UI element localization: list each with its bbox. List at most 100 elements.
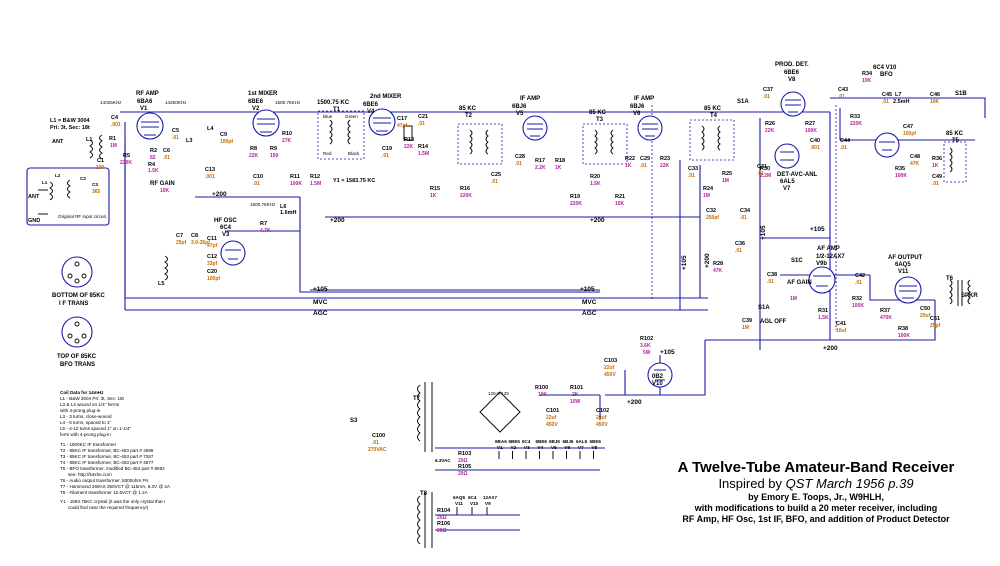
s1a2-label: S1A xyxy=(758,305,770,311)
c1-val: 100 xyxy=(96,165,105,171)
r9-val: 150 xyxy=(270,153,279,159)
r25-ref: R25 xyxy=(722,171,732,177)
bus-mvc1: MVC xyxy=(313,299,328,306)
c28-val: .01 xyxy=(515,161,522,167)
v7-stage: DET-AVC-ANL xyxy=(777,172,818,178)
heater-tube-type: 6C4 xyxy=(522,439,531,444)
c34-val: .01 xyxy=(740,215,747,221)
r7-ref: R7 xyxy=(260,221,267,227)
ant-label: ANT xyxy=(52,139,64,145)
c12-ref: C12 xyxy=(207,254,217,260)
bus-105f: +105 xyxy=(760,225,767,240)
r35-val: 100K xyxy=(895,173,907,179)
top-85kc-2: BFO TRANS xyxy=(60,362,95,368)
c34-ref: C34 xyxy=(740,208,751,214)
c33-val: .01 xyxy=(688,173,695,179)
tube-v2 xyxy=(252,109,280,137)
c10-val: .01 xyxy=(253,181,260,187)
r32-val: 100K xyxy=(852,303,864,309)
r16-ref: R16 xyxy=(460,186,470,192)
s1a-label: S1A xyxy=(737,99,749,105)
c103-val: 22uf xyxy=(604,365,615,371)
c45-ref: C45 xyxy=(882,92,892,98)
c4-ref: C4 xyxy=(111,115,119,121)
r26-val: 22K xyxy=(765,128,775,134)
bus-agc1: AGC xyxy=(313,310,328,317)
v5-stage: IF AMP xyxy=(520,96,540,102)
r11-ref: R11 xyxy=(290,174,300,180)
v6-type: 6BJ6 xyxy=(630,104,645,110)
r36-val: 1K xyxy=(932,163,939,169)
l6-val: 1.6mH xyxy=(280,210,297,216)
mods-line-2: RF Amp, HF Osc, 1st IF, BFO, and additio… xyxy=(682,514,950,524)
tube-v9 xyxy=(808,266,836,294)
l6-ref: L6 xyxy=(280,204,286,210)
tube-v7 xyxy=(774,143,800,169)
ant-coil-note2: Pri: 3t, Sec: 18t xyxy=(50,125,90,131)
c45-val: .01 xyxy=(882,99,889,105)
t1-freq: 1500.75 KC xyxy=(317,100,350,106)
s3-label: S3 xyxy=(350,418,358,424)
r17-val: 2.2K xyxy=(535,165,546,171)
tube-v3 xyxy=(220,240,246,266)
c102-volt: 450V xyxy=(596,422,608,428)
bus-200e: +200 xyxy=(627,399,642,406)
xf-note-8: T7 - Hammond 269AX 250VCT @ 115mA, 6.3V … xyxy=(60,484,171,489)
c37-ref: C37 xyxy=(763,87,773,93)
rf-gain-label: RF GAIN xyxy=(150,181,175,187)
bus-mvc2: MVC xyxy=(582,299,597,306)
t8-ref: T8 xyxy=(420,491,428,497)
c49-ref: C49 xyxy=(932,174,942,180)
r104-val: 20Ω xyxy=(437,515,447,521)
r102-ref: R102 xyxy=(640,336,653,342)
heater-tube-ref: V2 xyxy=(511,445,517,450)
bus-200d: +200 xyxy=(823,345,838,352)
r31-val: 1.5K xyxy=(818,315,829,321)
inspired-by: Inspired by QST March 1956 p.39 xyxy=(640,476,992,492)
v2-ref: V2 xyxy=(252,106,260,112)
r28-ref: R28 xyxy=(713,261,723,267)
r34-val: 10K xyxy=(862,78,872,84)
bus-105d: +105 xyxy=(681,255,688,270)
xf-note-6: see: http://k4xhe.com xyxy=(68,472,112,477)
y1-freq: Y1 = 1583.75 KC xyxy=(333,178,375,184)
heater-tube-ref: V9 xyxy=(485,501,491,506)
t1-black: Black xyxy=(348,151,360,156)
v11-stage: AF OUTPUT xyxy=(888,255,923,261)
r24-ref: R24 xyxy=(703,186,714,192)
v7-type: 6AL5 xyxy=(780,179,795,185)
c8-val: 3.9-35pf xyxy=(191,240,210,246)
c43-val: .01 xyxy=(838,94,845,100)
t7-ref: T7 xyxy=(413,396,421,402)
c38-ref: C38 xyxy=(767,272,777,278)
c7-val: 25pf xyxy=(176,240,187,246)
heater-tube-ref: V8 xyxy=(592,445,598,450)
xtal-note-2: could find near the required frequency!) xyxy=(68,505,149,510)
xf-note-1: T1 - 1500KC IF transformer xyxy=(60,442,117,447)
l7-ref: L7 xyxy=(895,92,901,98)
c12-val: 33pf xyxy=(207,261,218,267)
ac-in-label: 6.3VAC xyxy=(435,458,451,463)
c43-ref: C43 xyxy=(838,87,848,93)
heater-tube-ref: V10 xyxy=(470,501,479,506)
c47-val: 100pf xyxy=(903,131,916,137)
r21-val: 10K xyxy=(615,201,625,207)
r2-ref: R2 xyxy=(150,148,157,154)
heater-tube-type: 6BE6 xyxy=(509,439,521,444)
r16-val: 220K xyxy=(460,193,472,199)
c47-ref: C47 xyxy=(903,124,913,130)
tube-v5 xyxy=(522,115,548,141)
c6-val: .01 xyxy=(163,155,170,161)
v1-stage: RF AMP xyxy=(136,91,159,97)
c103-ref: C103 xyxy=(604,358,617,364)
heater-tube-ref: V6 xyxy=(565,445,571,450)
c21-ref: C21 xyxy=(418,114,428,120)
v7-ref: V7 xyxy=(783,186,791,192)
xf-note-4: T4 - 85KC IF transformer, BC-453 part # … xyxy=(60,460,154,465)
heater-tube-ref: V3 xyxy=(524,445,530,450)
c101-volt: 450V xyxy=(546,422,558,428)
c36-ref: C36 xyxy=(735,241,745,247)
c42-ref: C42 xyxy=(855,273,865,279)
c25-val: .01 xyxy=(491,179,498,185)
